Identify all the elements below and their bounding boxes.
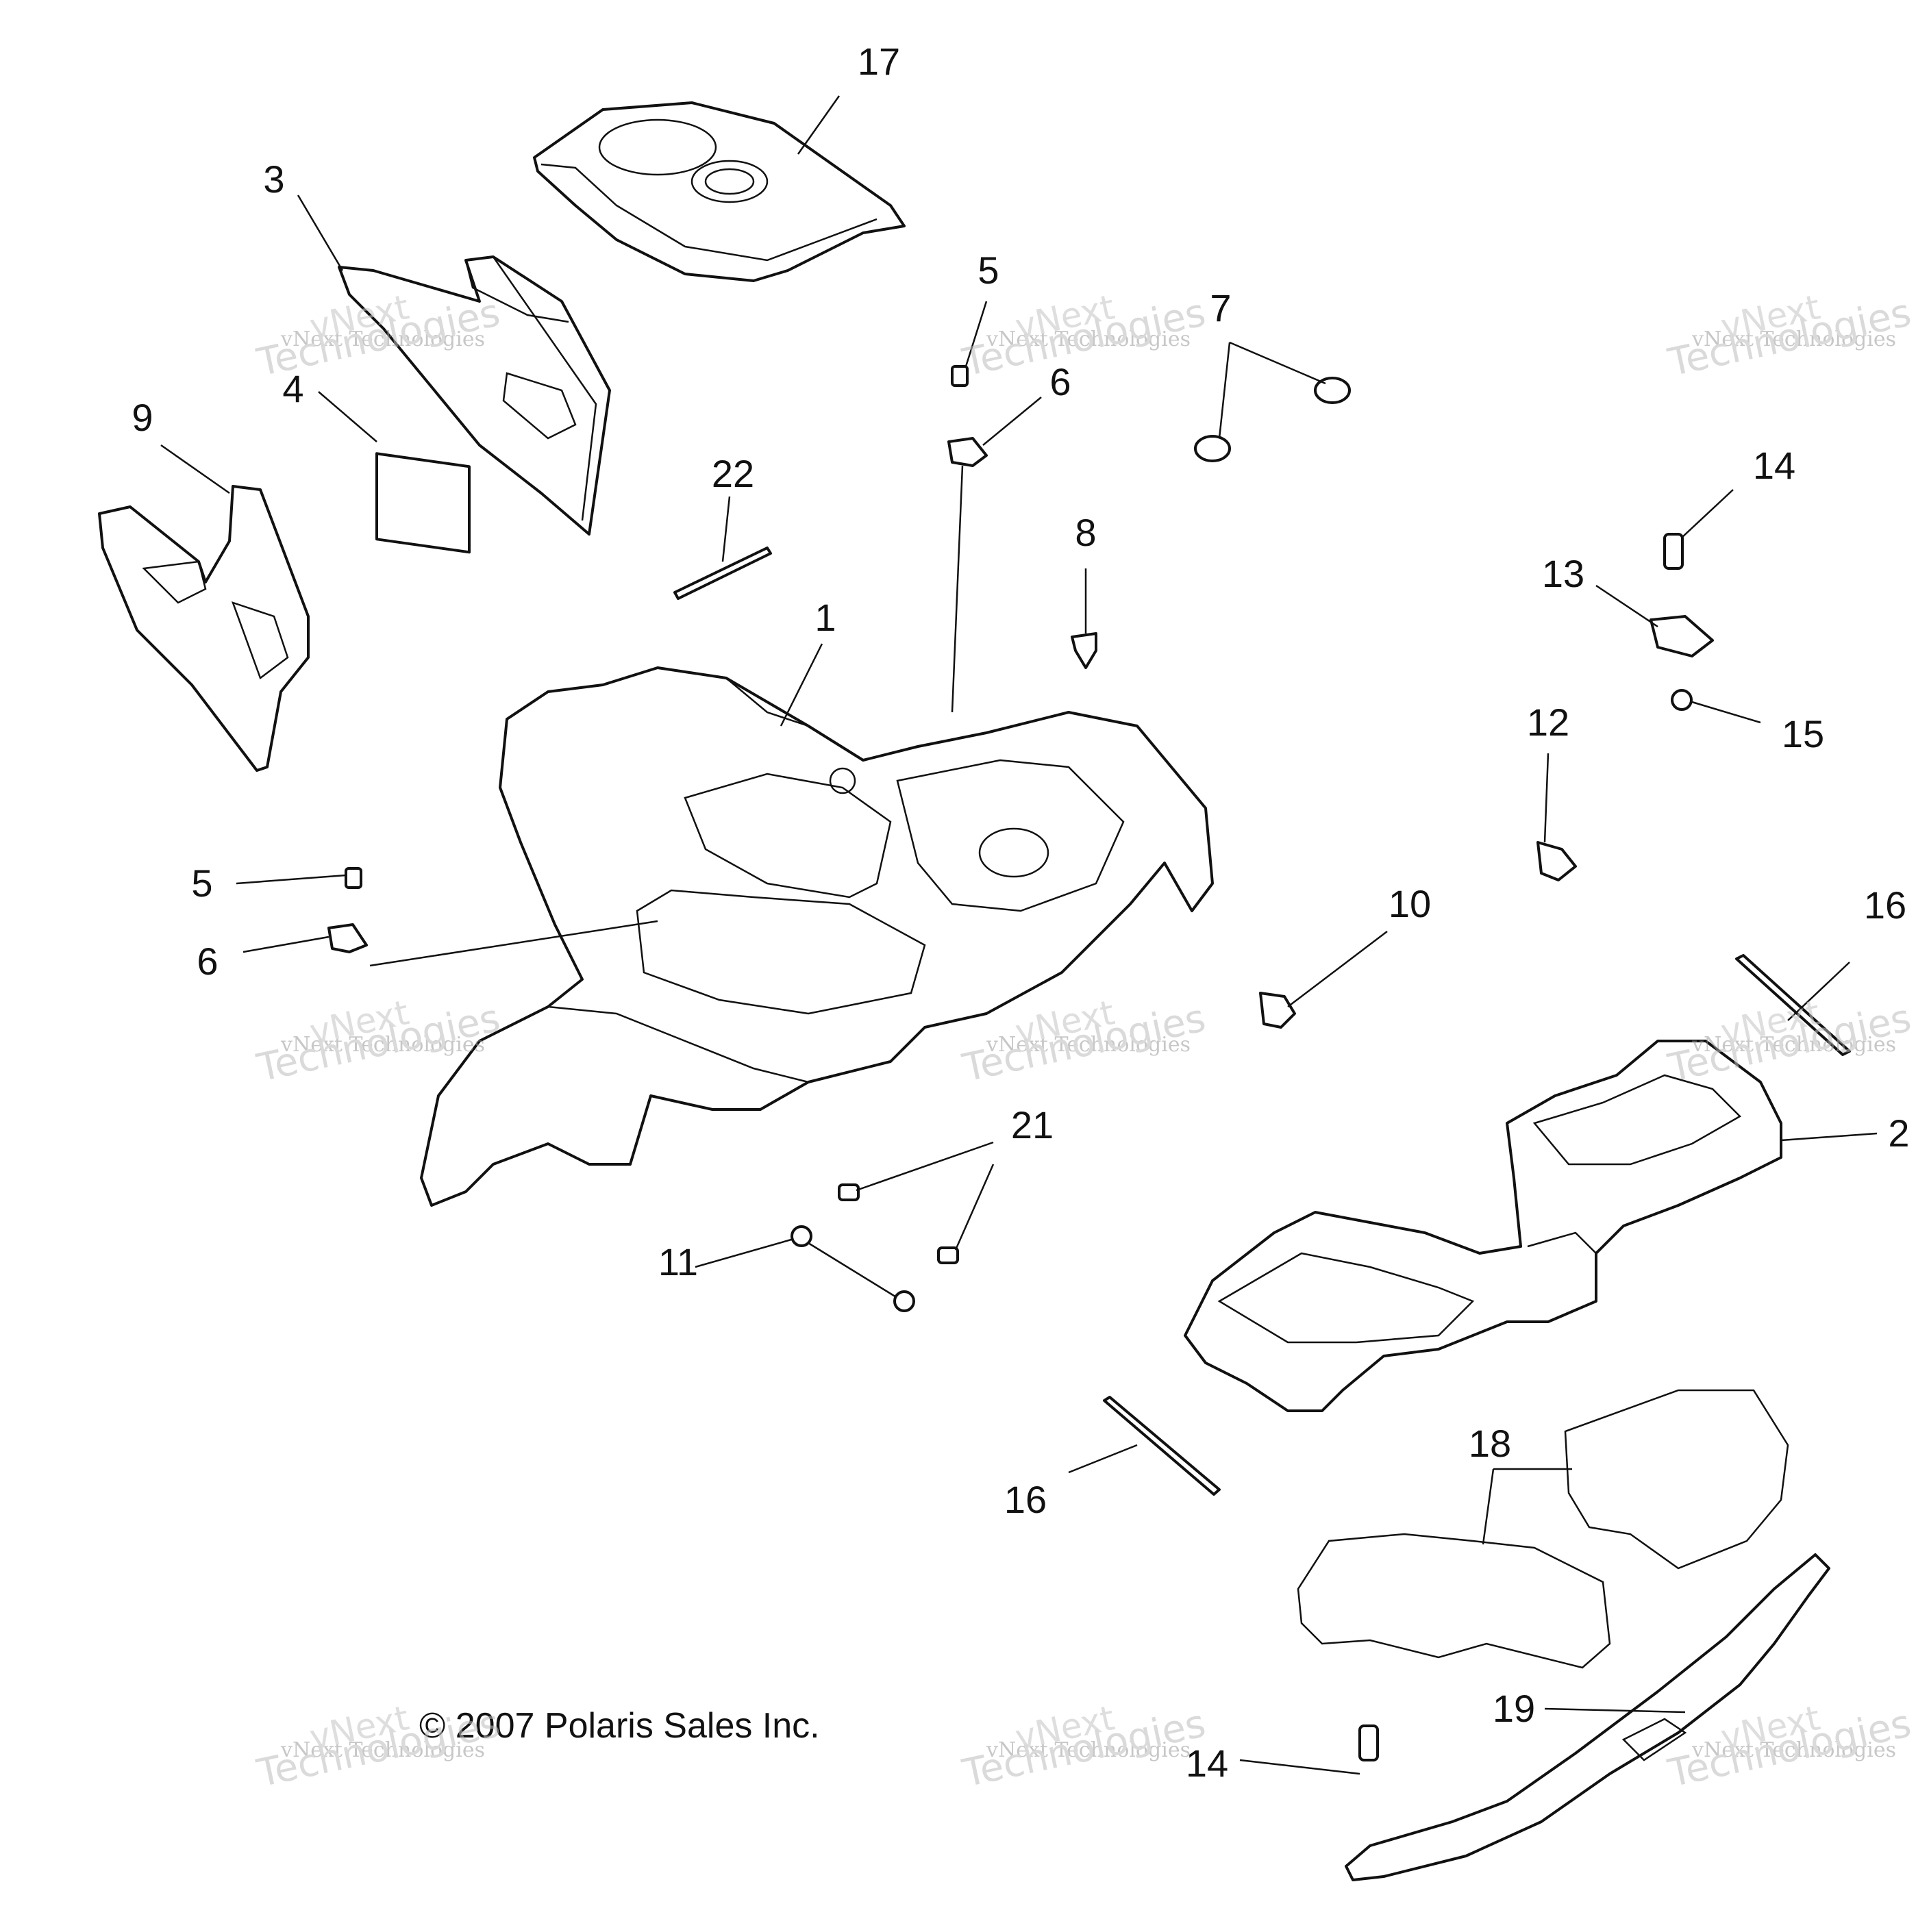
part-11-cable (791, 1225, 915, 1312)
callout-2: 2 (1888, 1112, 1910, 1155)
part-10-bracket (1259, 992, 1296, 1029)
callout-16-right: 16 (1863, 883, 1907, 927)
copyright-notice: © 2007 Polaris Sales Inc. (419, 1706, 820, 1746)
part-1-rear-fender (420, 666, 1214, 1207)
callout-12: 12 (1526, 701, 1570, 744)
callout-9: 9 (132, 396, 153, 439)
part-17-console-cover (533, 101, 906, 282)
callout-6-upper: 6 (1049, 360, 1071, 403)
callout-21: 21 (1010, 1103, 1054, 1146)
part-19-rail (1345, 1553, 1830, 1881)
part-4-decal (375, 452, 471, 554)
part-5-screw-lower (345, 867, 362, 889)
callout-11: 11 (658, 1240, 699, 1283)
callout-5-lower: 5 (191, 862, 213, 905)
callout-3: 3 (263, 158, 285, 201)
part-18-seals (1297, 1389, 1789, 1669)
callout-7: 7 (1210, 286, 1232, 329)
callout-8: 8 (1075, 511, 1097, 554)
part-14-bolt-lower (1358, 1724, 1379, 1761)
part-3-side-panel (338, 255, 611, 536)
callout-14-upper: 14 (1752, 444, 1796, 487)
callout-5-upper: 5 (978, 249, 999, 292)
callout-14-lower: 14 (1185, 1742, 1229, 1785)
callout-22: 22 (711, 452, 755, 495)
part-5-screw-upper (951, 365, 969, 387)
part-9-side-panel (98, 485, 310, 772)
part-6-clip-lower (327, 923, 368, 953)
part-7-caps (1194, 377, 1351, 462)
callout-19: 19 (1492, 1687, 1536, 1730)
callout-17: 17 (857, 40, 901, 83)
callout-16-left: 16 (1004, 1478, 1047, 1521)
callout-15: 15 (1781, 712, 1825, 755)
callout-4: 4 (282, 367, 304, 410)
part-13-plate (1650, 615, 1714, 657)
part-12-bracket (1536, 841, 1577, 881)
callout-13: 13 (1541, 552, 1585, 595)
part-2-rear-rack (1184, 1040, 1782, 1412)
part-6-clip-upper (947, 437, 988, 467)
callout-10: 10 (1388, 882, 1432, 925)
part-14-bolt-upper (1663, 533, 1684, 570)
part-21-fasteners (838, 1183, 959, 1264)
callout-6-lower: 6 (197, 940, 219, 983)
part-8-rivet (1071, 632, 1097, 669)
part-15-nut (1671, 689, 1693, 711)
part-22-rod (673, 547, 772, 600)
callout-18: 18 (1468, 1422, 1512, 1465)
part-16-pins (1103, 954, 1851, 1496)
callout-1: 1 (814, 596, 836, 639)
